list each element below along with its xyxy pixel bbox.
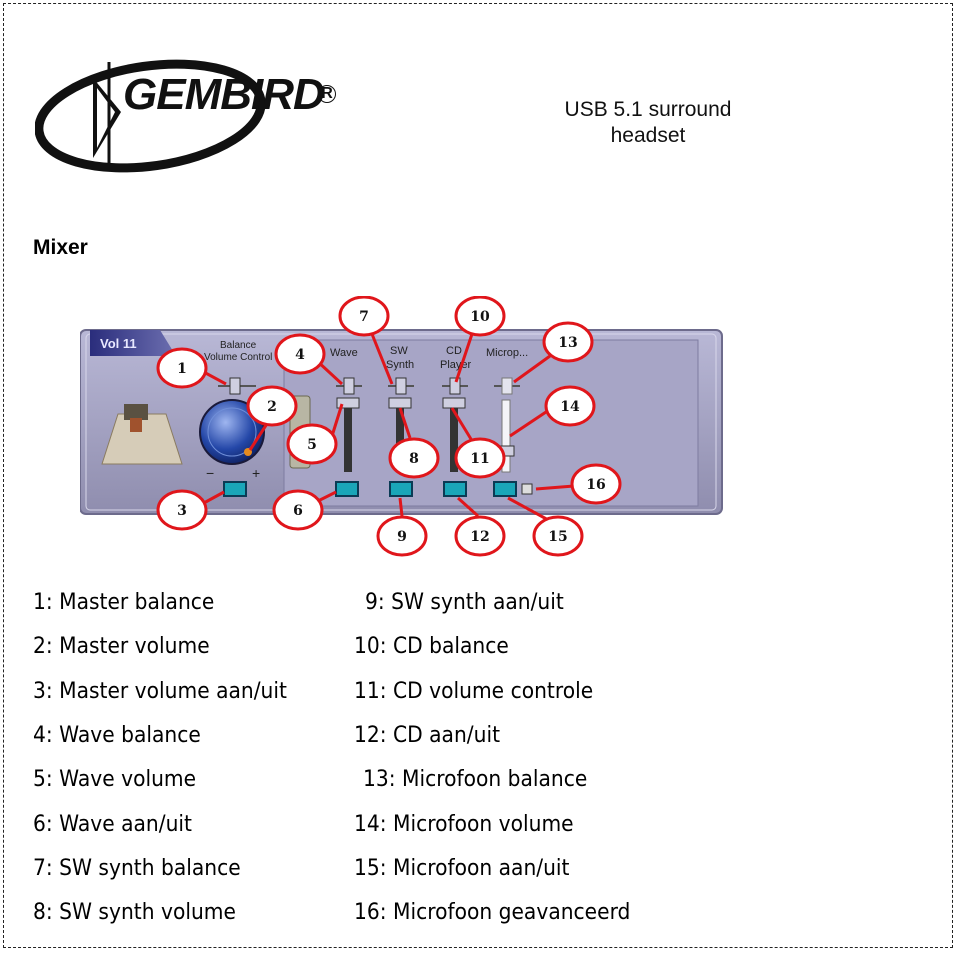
minus-label: − bbox=[206, 465, 214, 481]
callout-1: 1 bbox=[177, 361, 187, 377]
legend-item-4: 4: Wave balance bbox=[33, 723, 201, 748]
speaker-icon bbox=[101, 404, 183, 465]
window-title-tab bbox=[90, 330, 176, 356]
callout-13: 13 bbox=[558, 335, 577, 351]
callout-16: 16 bbox=[586, 477, 605, 493]
callout-8: 8 bbox=[409, 451, 419, 467]
legend-item-6: 6: Wave aan/uit bbox=[33, 812, 192, 837]
legend-item-11: 11: CD volume controle bbox=[354, 679, 594, 704]
callout-14: 14 bbox=[560, 399, 580, 415]
callout-6: 6 bbox=[293, 503, 303, 519]
page-border bbox=[3, 3, 953, 948]
master-balance-slider[interactable] bbox=[229, 377, 241, 395]
channel-label-synth: Synth bbox=[386, 359, 414, 371]
document-title-line1: USB 5.1 surround bbox=[564, 98, 732, 121]
document-title: USB 5.1 surround headset bbox=[560, 97, 736, 149]
microphone-advanced-button[interactable] bbox=[521, 483, 533, 495]
gembird-logo bbox=[35, 59, 266, 173]
callout-9: 9 bbox=[397, 529, 407, 545]
registered-mark: R bbox=[318, 85, 336, 103]
cd-volume-slider[interactable] bbox=[442, 397, 466, 409]
sw-synth-channel bbox=[388, 377, 414, 497]
document-title-line2: headset bbox=[610, 124, 686, 147]
channel-label-wave: Wave bbox=[330, 347, 358, 359]
legend-item-14: 14: Microfoon volume bbox=[354, 812, 574, 837]
plus-label: + bbox=[252, 465, 260, 481]
legend-item-13: 13: Microfoon balance bbox=[363, 767, 588, 792]
section-title: Mixer bbox=[33, 236, 88, 259]
callout-2: 2 bbox=[267, 399, 277, 415]
legend-item-5: 5: Wave volume bbox=[33, 767, 197, 792]
callout-7: 7 bbox=[359, 309, 369, 325]
microphone-mute-button[interactable] bbox=[493, 481, 517, 497]
legend-item-1: 1: Master balance bbox=[33, 590, 215, 615]
cd-balance-slider[interactable] bbox=[449, 377, 461, 395]
legend-item-8: 8: SW synth volume bbox=[33, 900, 236, 925]
legend-item-10: 10: CD balance bbox=[354, 634, 509, 659]
microphone-balance-slider[interactable] bbox=[501, 377, 513, 395]
legend-item-3: 3: Master volume aan/uit bbox=[33, 679, 287, 704]
callout-11: 11 bbox=[470, 451, 489, 467]
callout-15: 15 bbox=[548, 529, 567, 545]
legend-item-15: 15: Microfoon aan/uit bbox=[354, 856, 570, 881]
channel-label-sw: SW bbox=[390, 345, 408, 357]
sw-synth-volume-slider[interactable] bbox=[388, 397, 412, 409]
wave-channel bbox=[335, 377, 362, 497]
callout-10: 10 bbox=[470, 309, 490, 325]
window-title: Vol 11 bbox=[100, 336, 137, 351]
callout-pointers bbox=[199, 333, 575, 524]
callout-bubbles bbox=[156, 296, 622, 557]
channel-label-microphone: Microp... bbox=[486, 347, 528, 359]
balance-label: Balance bbox=[220, 340, 257, 351]
cd-mute-button[interactable] bbox=[443, 481, 467, 497]
channel-label-cd: CD bbox=[446, 345, 462, 357]
wave-mute-button[interactable] bbox=[335, 481, 359, 497]
callout-5: 5 bbox=[307, 437, 317, 453]
mixer-screenshot: Vol 11 Balance Volume Control − + Wave S… bbox=[80, 296, 723, 557]
callout-4: 4 bbox=[295, 347, 305, 363]
wave-balance-slider[interactable] bbox=[343, 377, 355, 395]
cd-channel bbox=[442, 377, 468, 497]
wave-volume-slider[interactable] bbox=[336, 397, 360, 409]
legend-item-9: 9: SW synth aan/uit bbox=[365, 590, 564, 615]
channel-label-player: Player bbox=[440, 359, 472, 371]
sw-synth-mute-button[interactable] bbox=[389, 481, 413, 497]
legend-item-7: 7: SW synth balance bbox=[33, 856, 241, 881]
legend-item-2: 2: Master volume bbox=[33, 634, 210, 659]
callout-3: 3 bbox=[177, 503, 187, 519]
volume-control-label: Volume Control bbox=[204, 352, 272, 363]
logo-wordmark: GEMBIRD bbox=[123, 70, 325, 119]
legend-item-12: 12: CD aan/uit bbox=[354, 723, 501, 748]
master-mute-button[interactable] bbox=[223, 481, 247, 497]
legend-item-16: 16: Microfoon geavanceerd bbox=[354, 900, 631, 925]
sw-synth-balance-slider[interactable] bbox=[395, 377, 407, 395]
callout-12: 12 bbox=[470, 529, 489, 545]
